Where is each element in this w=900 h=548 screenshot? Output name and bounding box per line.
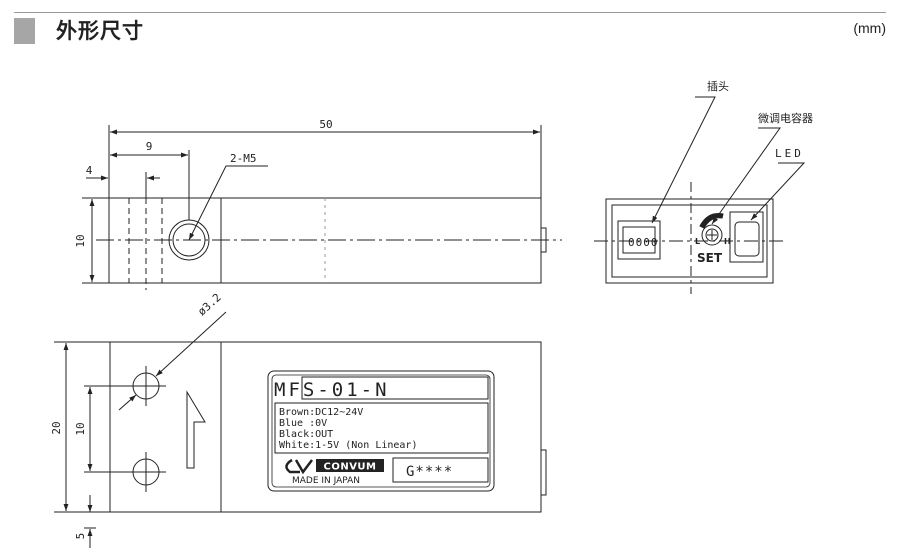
- flow-arrow: [186, 390, 206, 469]
- header-rule: [14, 12, 886, 13]
- section-title: 外形尺寸: [56, 19, 144, 43]
- top-body: [109, 341, 542, 513]
- top-view: [54, 311, 547, 548]
- connector-socket: [617, 220, 661, 260]
- brand-name: CONVUM: [323, 462, 376, 473]
- set-label: SET: [697, 251, 723, 265]
- wire-box: [274, 402, 489, 454]
- section-header: 外形尺寸 (mm): [0, 0, 900, 46]
- model-box: [301, 376, 489, 400]
- high-mark: H: [724, 237, 731, 246]
- lot-code: G****: [406, 464, 453, 480]
- model-name: MFS-01-N: [274, 379, 390, 401]
- dim-overall-length: 50: [319, 118, 332, 131]
- dim-hole-offset: 9: [146, 140, 153, 153]
- led-callout: LED: [775, 147, 804, 160]
- wire-spec-4: White:1-5V (Non Linear): [279, 440, 417, 451]
- unit-label: (mm): [853, 20, 886, 36]
- trimmer-callout: 微调电容器: [758, 111, 813, 125]
- connector-callout: 插头: [707, 79, 729, 93]
- dim-hole-pitch: 10: [74, 422, 87, 435]
- led-window: [729, 211, 764, 263]
- side-view-dimensions: 50 9 4 2-M5 10: [74, 118, 333, 248]
- led: [734, 221, 760, 257]
- wire-spec-1: Brown:DC12~24V: [279, 407, 363, 418]
- convum-logo-icon: [285, 458, 313, 475]
- dim-edge-offset: 4: [86, 164, 93, 177]
- dim-bottom-margin: 5: [74, 533, 87, 540]
- low-mark: L: [695, 237, 700, 246]
- top-connector-stub: [540, 449, 547, 496]
- dim-hole-diameter: ø3.2: [195, 291, 223, 318]
- connector-pins: 0000: [628, 236, 659, 249]
- dim-thread: 2-M5: [230, 152, 257, 165]
- trimmer-arrow-icon: [699, 213, 724, 229]
- top-view-dimensions: ø3.2 20 10 5: [50, 291, 224, 539]
- wire-spec-3: Black:OUT: [279, 429, 333, 440]
- dim-bottom-height: 20: [50, 421, 63, 434]
- end-view-labels: 0000 L H SET 插头 微调电容器 LED: [628, 79, 813, 265]
- header-marker: [14, 18, 35, 44]
- label-plate: MFS-01-N Brown:DC12~24V Blue :0V Black:O…: [267, 370, 495, 492]
- end-view: [594, 96, 806, 294]
- side-view: [82, 125, 562, 290]
- trimmer-knob: [701, 224, 723, 246]
- lot-box: [392, 457, 489, 483]
- dim-side-height: 10: [74, 234, 87, 247]
- wire-spec-2: Blue :0V: [279, 418, 327, 429]
- origin-text: MADE IN JAPAN: [292, 476, 360, 486]
